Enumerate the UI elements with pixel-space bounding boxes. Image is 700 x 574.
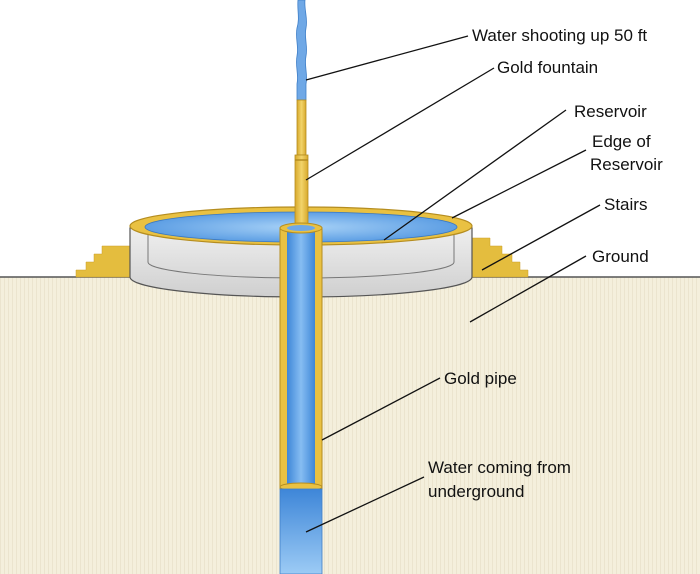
label-water-underground-line1: Water coming from	[428, 458, 571, 477]
label-ground: Ground	[592, 247, 649, 266]
label-water-shooting: Water shooting up 50 ft	[472, 26, 647, 45]
pointer-water-underground	[305, 476, 425, 533]
water-jet	[296, 0, 307, 101]
pointer-ground	[469, 255, 587, 323]
pointer-reservoir	[383, 109, 567, 241]
gold-pipe-water	[287, 232, 315, 487]
stairs-right	[471, 237, 529, 278]
gold-fountain-upper	[296, 99, 307, 156]
label-gold-fountain: Gold fountain	[497, 58, 598, 77]
label-edge-line1: Edge of	[592, 132, 651, 151]
gold-pipe-top-water	[287, 225, 315, 231]
underground-water	[279, 488, 323, 574]
pointer-water-shooting	[305, 35, 469, 81]
stairs-left	[75, 245, 131, 278]
label-reservoir: Reservoir	[574, 102, 647, 121]
label-stairs: Stairs	[604, 195, 647, 214]
label-edge-line2: Reservoir	[590, 155, 663, 174]
label-gold-pipe: Gold pipe	[444, 369, 517, 388]
gold-fountain-lower	[294, 154, 309, 228]
label-water-underground-line2: underground	[428, 482, 524, 501]
pointer-edge-of-reservoir	[451, 149, 587, 219]
pointer-stairs	[481, 204, 601, 271]
pointer-gold-pipe	[321, 377, 441, 441]
pointer-gold-fountain	[305, 67, 495, 181]
